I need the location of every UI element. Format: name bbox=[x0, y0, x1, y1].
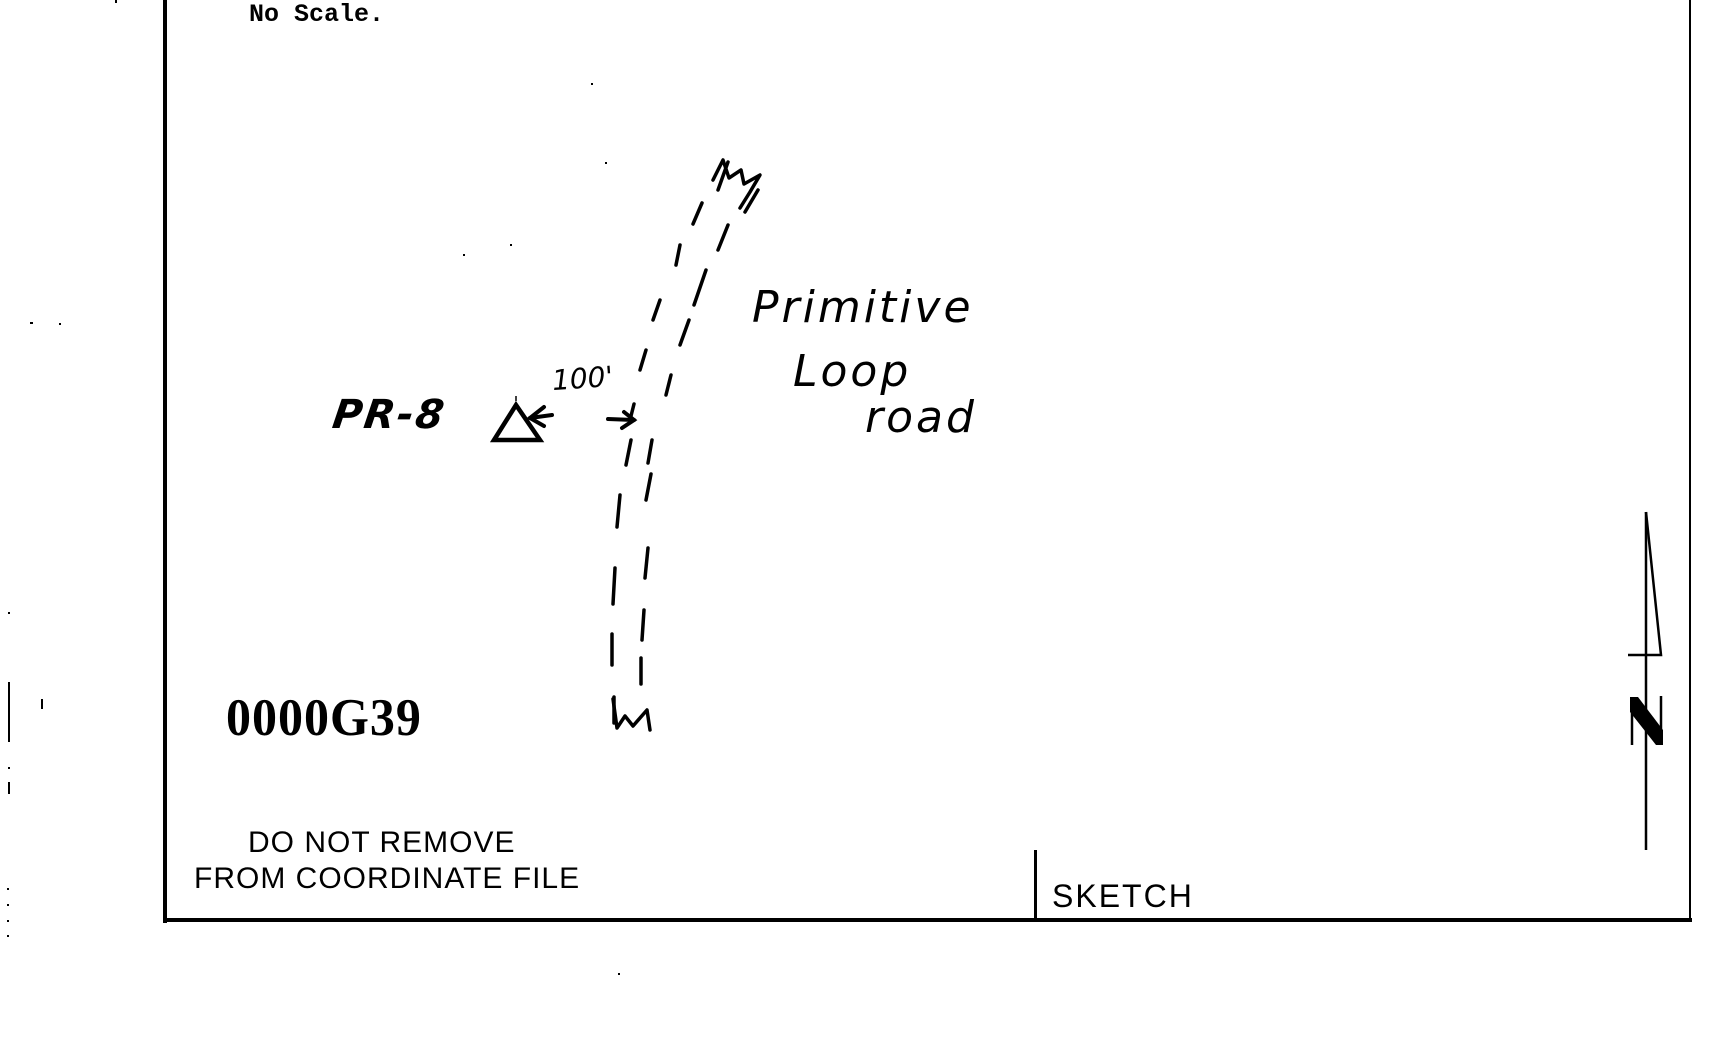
sheet-border-bottom bbox=[163, 918, 1692, 922]
scale-note: No Scale. bbox=[249, 0, 385, 29]
road-label-line3: road bbox=[865, 392, 977, 443]
serial-number-stamp: 0000G39 bbox=[226, 687, 422, 747]
north-arrow-icon bbox=[1628, 511, 1663, 850]
road-break-top-icon bbox=[711, 158, 762, 210]
road-left-edge bbox=[610, 160, 730, 725]
road-label-line1: Primitive bbox=[752, 282, 974, 333]
distance-arrow-left-icon bbox=[526, 405, 554, 428]
road-label-line2: Loop bbox=[793, 346, 912, 397]
sheet-border-right bbox=[1689, 0, 1691, 921]
sketch-section-label: SKETCH bbox=[1052, 878, 1194, 914]
road-break-bottom-icon bbox=[611, 697, 652, 732]
road-right-edge bbox=[639, 188, 760, 686]
notice-line-1: DO NOT REMOVE bbox=[248, 826, 516, 859]
sheet-border-left bbox=[163, 0, 167, 923]
triangle-station-icon bbox=[489, 396, 545, 443]
notice-line-2: FROM COORDINATE FILE bbox=[194, 862, 581, 895]
scan-artifacts bbox=[7, 0, 620, 975]
title-block-divider bbox=[1034, 850, 1037, 920]
